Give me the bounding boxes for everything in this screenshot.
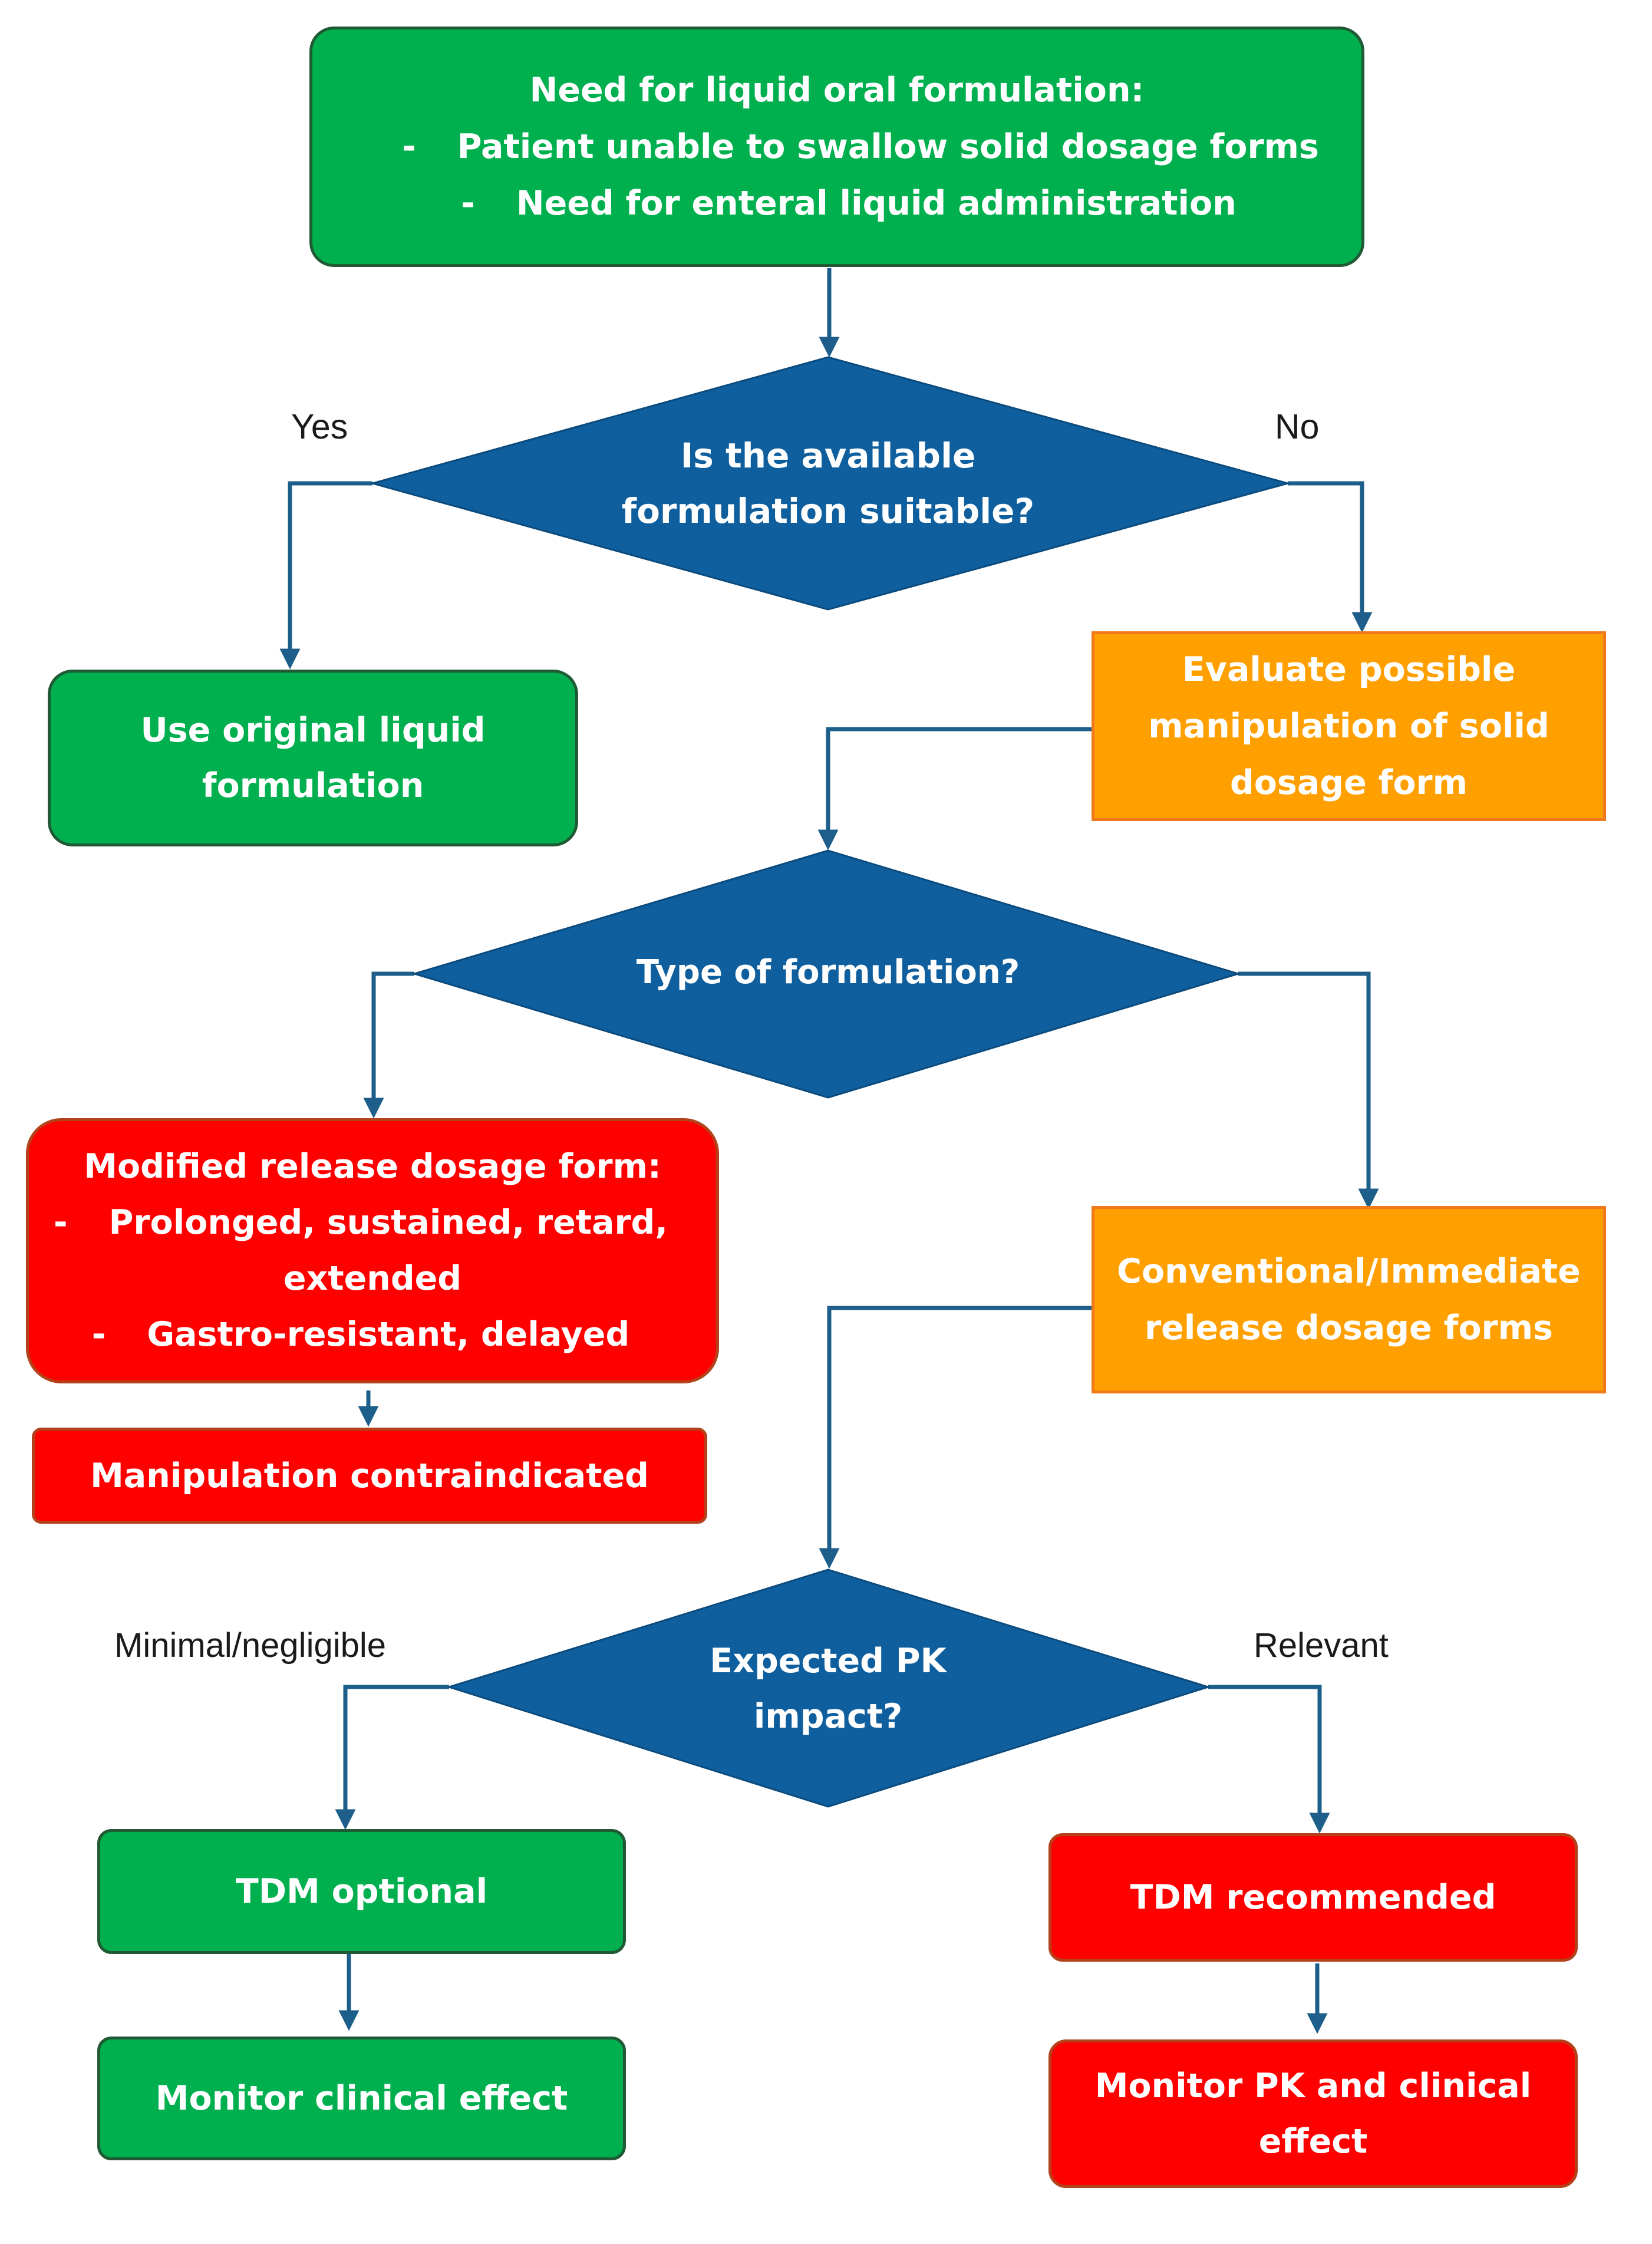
contraindicated-node: Manipulation contraindicated <box>32 1428 707 1524</box>
conventional-node: Conventional/Immediate release dosage fo… <box>1092 1206 1606 1393</box>
edge-label-relevant: Relevant <box>1254 1626 1389 1665</box>
modified-item: -Prolonged, sustained, retard, <box>53 1203 668 1242</box>
edge-label-no: No <box>1275 407 1320 446</box>
evaluate-node: Evaluate possible manipulation of solid … <box>1092 631 1606 821</box>
start-node: Need for liquid oral formulation: -Patie… <box>309 27 1364 267</box>
tdm-optional-node: TDM optional <box>97 1829 626 1954</box>
decision-diamond-formulation-type <box>411 849 1242 1099</box>
use-original-node: Use original liquid formulation <box>48 670 578 846</box>
monitor-clinical-node: Monitor clinical effect <box>97 2037 626 2160</box>
decision-diamond-pk-impact <box>446 1569 1212 1808</box>
arrow-evaluate-to-q2 <box>817 727 1092 851</box>
arrow-conventional-to-q3 <box>819 1306 1092 1569</box>
arrow-q2-left <box>363 971 414 1119</box>
arrow-q3-minimal <box>335 1685 449 1830</box>
edge-label-yes: Yes <box>291 407 348 446</box>
arrow-q2-right <box>1238 971 1379 1210</box>
decision-pk-impact-label: Expected PK impact? <box>710 1642 947 1736</box>
start-item: -Need for enteral liquid administration <box>461 184 1236 223</box>
edge-label-minimal: Minimal/negligible <box>114 1626 386 1665</box>
start-item: -Patient unable to swallow solid dosage … <box>402 127 1319 166</box>
decision-diamond-suitability <box>369 356 1291 611</box>
arrow-q1-no <box>1288 481 1373 633</box>
modified-release-node: Modified release dosage form: -Prolonged… <box>26 1118 719 1383</box>
tdm-recommended-node: TDM recommended <box>1048 1833 1578 1962</box>
modified-item: -Gastro-resistant, delayed <box>91 1315 630 1354</box>
arrow-q3-relevant <box>1208 1685 1330 1834</box>
decision-formulation-type-label: Type of formulation? <box>636 953 1020 991</box>
modified-title: Modified release dosage form: <box>84 1147 661 1186</box>
monitor-pk-node: Monitor PK and clinical effect <box>1048 2039 1578 2188</box>
start-title: Need for liquid oral formulation: <box>529 71 1145 110</box>
arrow-q1-yes <box>279 481 372 670</box>
modified-item-continued: extended <box>283 1259 462 1298</box>
decision-suitability-label: Is the available formulation suitable? <box>621 436 1035 531</box>
